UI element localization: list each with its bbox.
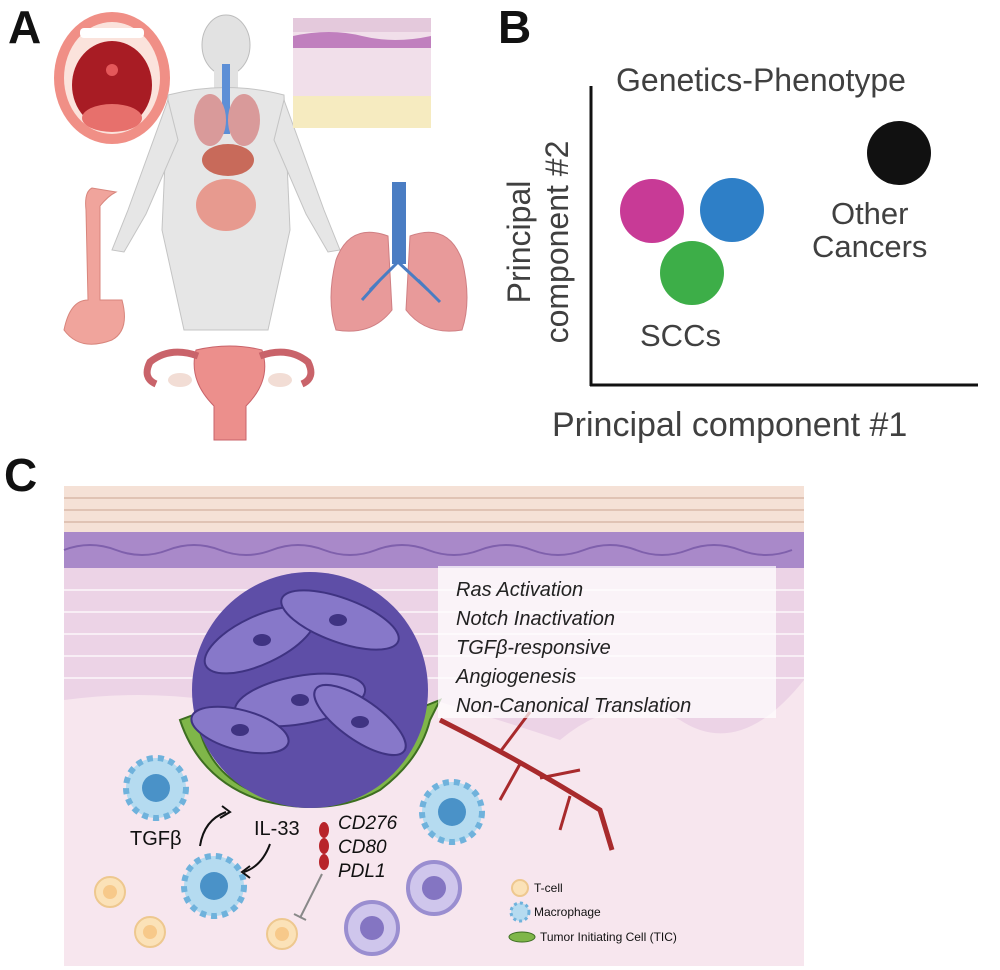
molecule-label: CD80 (338, 837, 387, 858)
scc-cluster-green (660, 241, 724, 305)
legend-macrophage: Macrophage (534, 905, 601, 919)
other-cancers-cluster (867, 121, 931, 185)
panel-a-letter: A (8, 1, 42, 53)
purple-immune-cell (344, 900, 400, 956)
feature-item: Angiogenesis (456, 666, 577, 688)
tgfb-arrow (199, 811, 227, 847)
molecule-label: CD276 (338, 813, 398, 834)
stratum-corneum (64, 486, 804, 532)
features-list: Ras Activation Notch Inactivation TGFβ-r… (456, 576, 691, 721)
scc-cluster-magenta (620, 179, 684, 243)
granular-layer (64, 532, 804, 568)
uterus-icon (143, 345, 315, 441)
other-cancers-label-line1: Other (830, 196, 909, 231)
il33-label: IL-33 (254, 818, 300, 840)
human-body-icon (111, 14, 341, 331)
macrophage-cell (419, 779, 485, 845)
macrophage-cell (123, 755, 189, 821)
feature-item: Ras Activation (456, 579, 584, 601)
x-axis-label: Principal component #1 (552, 406, 908, 444)
macrophage-icon (509, 901, 531, 923)
scc-label: SCCs (640, 318, 721, 353)
il33-arrow (243, 843, 271, 873)
plot-title: Genetics-Phenotype (616, 62, 906, 98)
molecule-label: PDL1 (338, 861, 386, 882)
features-box (438, 566, 776, 718)
checkpoint-molecule-icon (319, 822, 329, 870)
feature-item: TGFβ-responsive (456, 637, 611, 659)
feature-item: Non-Canonical Translation (456, 695, 692, 717)
inhibition-line (299, 873, 323, 919)
other-cancers-label-line2: Cancers (812, 228, 928, 264)
panel-c-letter: C (4, 449, 38, 501)
tgfb-label: TGFβ (130, 828, 182, 850)
blood-vessel (438, 717, 615, 851)
tic-icon (508, 931, 536, 943)
mouth-icon (54, 12, 170, 144)
purple-immune-cell (406, 860, 462, 916)
macrophage-cell (181, 853, 247, 919)
legend-tic: Tumor Initiating Cell (TIC) (540, 930, 677, 944)
panel-b-letter: B (498, 1, 532, 53)
legend-t-cell: T-cell (534, 881, 563, 895)
scc-cluster-blue (700, 178, 764, 242)
esophagus-stomach-icon (63, 187, 125, 345)
t-cell-icon (511, 879, 529, 897)
other-cancers-label: Other Cancers (812, 196, 928, 264)
lungs-icon (330, 182, 468, 332)
skin-block-icon (293, 18, 431, 128)
feature-item: Notch Inactivation (456, 608, 615, 630)
